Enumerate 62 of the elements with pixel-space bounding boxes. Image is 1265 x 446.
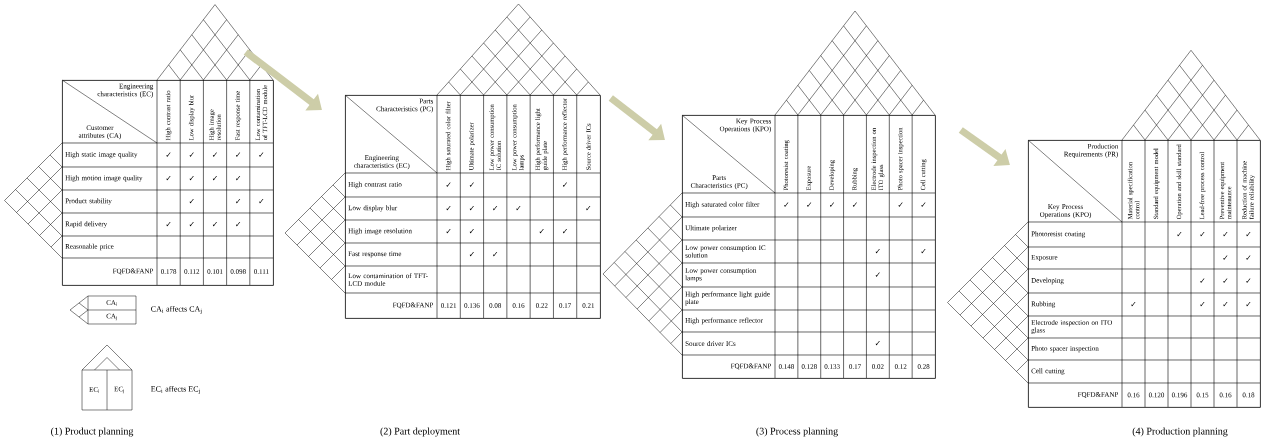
- check-mark: ✓: [875, 249, 880, 254]
- check-mark: ✓: [875, 272, 880, 277]
- check-mark: ✓: [830, 202, 835, 207]
- check-mark: ✓: [236, 176, 241, 181]
- check-mark: ✓: [539, 229, 544, 234]
- key-text: CA$_{i}$ affects CA$_{j}$: [151, 305, 202, 315]
- check-mark: ✓: [1246, 278, 1251, 283]
- check-mark: ✓: [166, 176, 171, 181]
- block-arrow: [958, 127, 1010, 166]
- check-mark: ✓: [1200, 302, 1205, 307]
- check-mark: ✓: [1223, 255, 1228, 260]
- check-mark: ✓: [921, 202, 926, 207]
- check-mark: ✓: [493, 252, 498, 257]
- check-mark: ✓: [1246, 232, 1251, 237]
- check-mark: ✓: [259, 152, 264, 157]
- check-mark: ✓: [852, 202, 857, 207]
- caption: (3) Process planning: [756, 427, 838, 437]
- caption: (1) Product planning: [51, 427, 134, 437]
- check-mark: ✓: [586, 206, 591, 211]
- check-mark: ✓: [236, 222, 241, 227]
- check-mark: ✓: [784, 202, 789, 207]
- check-mark: ✓: [166, 152, 171, 157]
- check-mark: ✓: [1177, 232, 1182, 237]
- check-mark: ✓: [446, 206, 451, 211]
- check-mark: ✓: [921, 249, 926, 254]
- check-mark: ✓: [469, 182, 474, 187]
- check-mark: ✓: [1246, 302, 1251, 307]
- caption: (2) Part deployment: [380, 427, 460, 437]
- check-mark: ✓: [1223, 278, 1228, 283]
- check-mark: ✓: [166, 222, 171, 227]
- check-mark: ✓: [1223, 302, 1228, 307]
- check-mark: ✓: [446, 229, 451, 234]
- block-arrow: [243, 49, 322, 111]
- key-text: EC$_{i}$ affects EC$_{j}$: [151, 385, 200, 395]
- check-mark: ✓: [516, 206, 521, 211]
- check-mark: ✓: [189, 222, 194, 227]
- check-mark: ✓: [562, 229, 568, 234]
- check-mark: ✓: [469, 252, 474, 257]
- check-mark: ✓: [212, 222, 217, 227]
- check-mark: ✓: [446, 182, 451, 187]
- check-mark: ✓: [212, 152, 217, 157]
- check-mark: ✓: [189, 152, 194, 157]
- check-mark: ✓: [562, 182, 568, 187]
- check-mark: ✓: [1200, 278, 1205, 283]
- check-mark: ✓: [1200, 232, 1205, 237]
- check-mark: ✓: [189, 199, 194, 204]
- check-mark: ✓: [1246, 255, 1251, 260]
- block-arrow: [608, 95, 665, 141]
- caption: (4) Production planning: [1132, 427, 1228, 437]
- check-mark: ✓: [212, 176, 217, 181]
- check-mark: ✓: [469, 206, 474, 211]
- check-mark: ✓: [1131, 302, 1136, 307]
- check-mark: ✓: [189, 176, 194, 181]
- check-mark: ✓: [469, 229, 474, 234]
- check-mark: ✓: [1223, 232, 1228, 237]
- check-mark: ✓: [493, 206, 498, 211]
- check-mark: ✓: [875, 341, 880, 346]
- check-mark: ✓: [236, 152, 241, 157]
- check-mark: ✓: [259, 199, 264, 204]
- check-mark: ✓: [898, 202, 903, 207]
- check-mark: ✓: [236, 199, 241, 204]
- check-mark: ✓: [807, 202, 812, 207]
